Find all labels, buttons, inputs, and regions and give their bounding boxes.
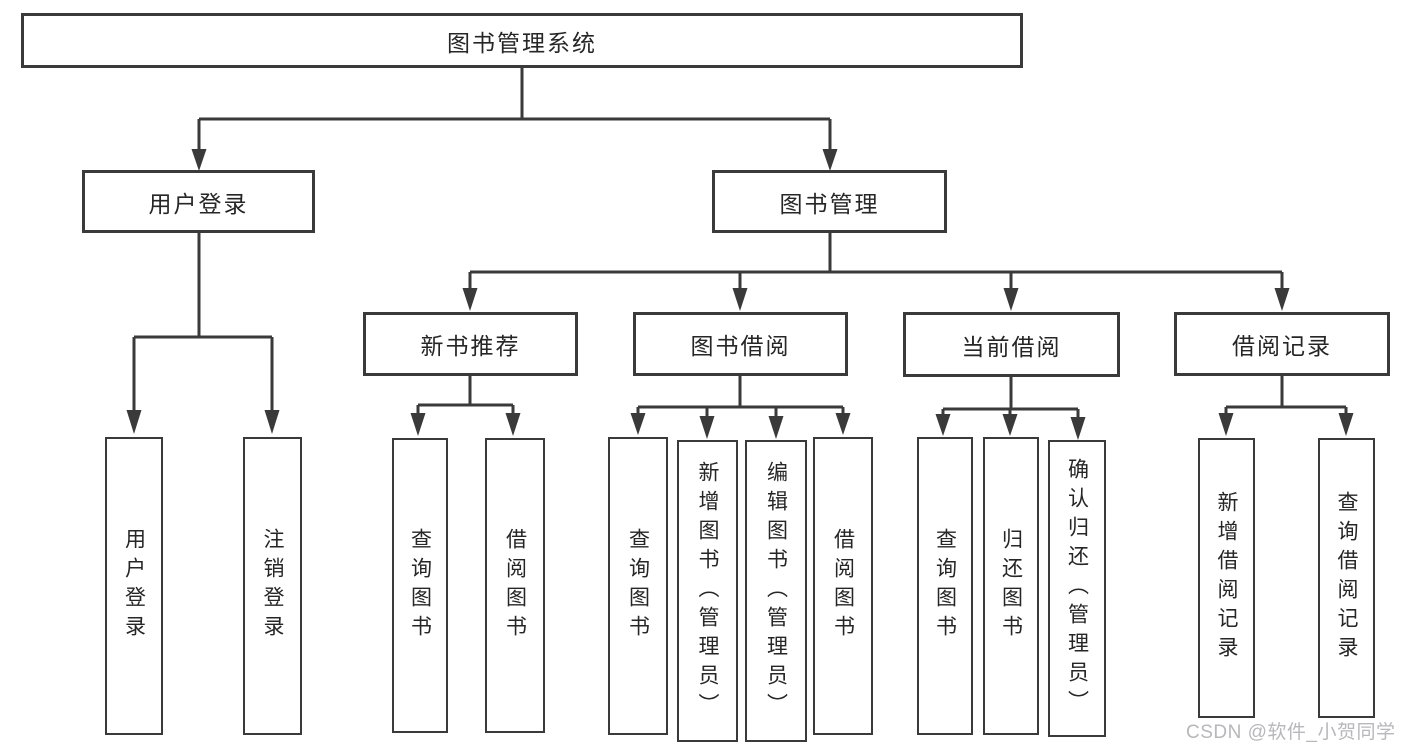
- node-book-management: 图书管理: [712, 170, 947, 233]
- node-query-borrow-record: 查询借阅记录: [1318, 438, 1375, 718]
- node-borrow-book-1: 借阅图书: [485, 438, 545, 733]
- edge-root-to-level1: [191, 68, 838, 171]
- node-new-book-recommend: 新书推荐: [363, 312, 578, 376]
- node-query-book-2: 查询图书: [608, 437, 668, 735]
- edge-current-borrow-children: [935, 377, 1086, 440]
- node-user-login: 用户登录: [82, 170, 315, 233]
- node-root-system: 图书管理系统: [21, 13, 1023, 68]
- node-return-book: 归还图书: [983, 437, 1039, 735]
- node-book-borrow: 图书借阅: [633, 312, 848, 376]
- node-current-borrow: 当前借阅: [903, 312, 1120, 377]
- edge-book-mgmt-children: [462, 233, 1290, 311]
- node-user-login-leaf: 用户登录: [105, 437, 163, 735]
- node-edit-book-admin: 编辑图书（管理员）: [745, 440, 807, 742]
- edge-book-borrow-children: [630, 376, 851, 439]
- node-borrow-record: 借阅记录: [1174, 312, 1390, 376]
- edge-new-book-children: [410, 376, 521, 436]
- csdn-watermark: CSDN @软件_小贺同学: [1186, 722, 1396, 743]
- node-borrow-book-2: 借阅图书: [813, 437, 873, 735]
- node-query-book-1: 查询图书: [392, 438, 448, 733]
- edge-user-login-children: [126, 233, 280, 434]
- node-confirm-return-admin: 确认归还（管理员）: [1048, 440, 1106, 737]
- node-add-book-admin: 新增图书（管理员）: [677, 440, 738, 742]
- node-add-borrow-record: 新增借阅记录: [1198, 438, 1255, 718]
- node-logout: 注销登录: [243, 437, 302, 735]
- node-query-book-3: 查询图书: [917, 437, 973, 735]
- edge-borrow-record-children: [1218, 376, 1354, 436]
